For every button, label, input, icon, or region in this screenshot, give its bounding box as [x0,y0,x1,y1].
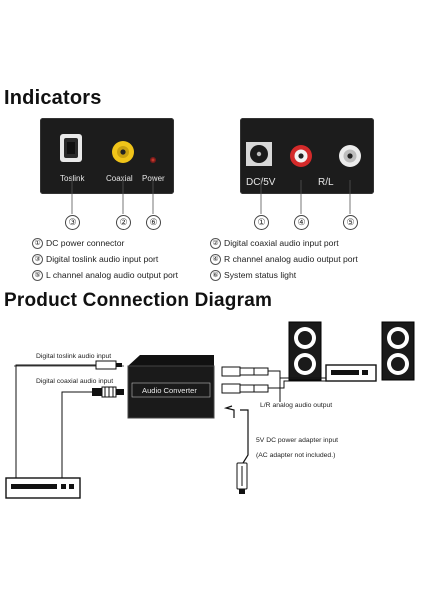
callout-3: ③ [65,215,80,230]
power-adapter-label: 5V DC power adapter input [256,437,338,444]
legend-num: ① [32,238,43,249]
amplifier [325,364,377,382]
legend-text: DC power connector [46,238,125,248]
indicators-title: Indicators [4,87,102,109]
callout-4: ④ [294,215,309,230]
legend-num: ② [210,238,221,249]
callout-2: ② [116,215,131,230]
legend-num: ⑤ [32,270,43,281]
diagram-title: Product Connection Diagram [4,290,273,311]
legend-num: ⑥ [210,270,221,281]
converter-label: Audio Converter [142,386,197,395]
legend-text: Digital coaxial audio input port [224,238,339,248]
legend-text: Digital toslink audio input port [46,254,159,264]
callout-6: ⑥ [146,215,161,230]
legend-text: R channel analog audio output port [224,254,358,264]
source-player [5,477,81,499]
legend-num: ④ [210,254,221,265]
coaxial-input-label: Digital coaxial audio input [36,378,114,385]
callout-lines [71,176,351,214]
input-panel-ports [60,134,156,163]
legend-num: ③ [32,254,43,265]
adapter-note-label: (AC adapter not included.) [256,452,336,459]
audio-converter-box [127,355,215,419]
legend-text: System status light [224,270,297,280]
converter-output-panel: DC/5V R/L [240,118,374,194]
rl-label: R/L [318,177,334,188]
toslink-input-label: Digital toslink audio input [36,353,112,360]
analog-output-label: L/R analog audio output [260,402,333,409]
right-speaker [381,321,415,381]
callout-1: ① [254,215,269,230]
legend-text: L channel analog audio output port [46,270,179,280]
coaxial-label: Coaxial [106,174,133,183]
callout-5: ⑤ [343,215,358,230]
left-speaker [288,321,322,381]
output-panel-ports [246,142,361,167]
